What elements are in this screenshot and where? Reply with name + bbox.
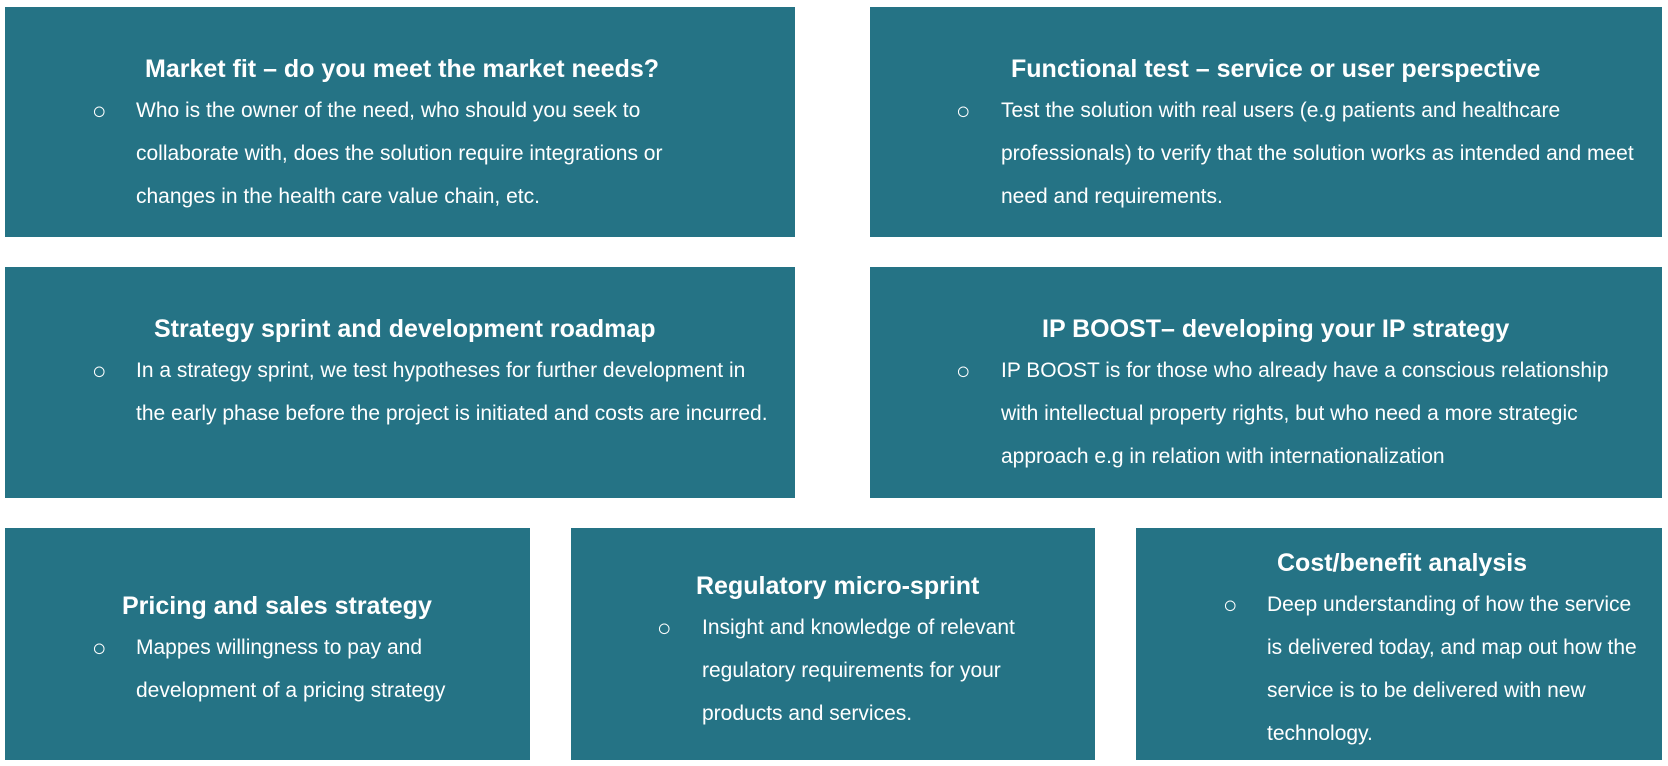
card-description: Who is the owner of the need, who should… — [136, 99, 663, 208]
card-regulatory: Regulatory micro-sprint ○ Insight and kn… — [571, 528, 1095, 760]
card-title: IP BOOST– developing your IP strategy — [1042, 315, 1510, 343]
bullet-icon: ○ — [1223, 592, 1238, 619]
card-title: Strategy sprint and development roadmap — [154, 315, 656, 343]
bullet-icon: ○ — [92, 98, 107, 125]
bullet-icon: ○ — [92, 635, 107, 662]
card-title: Pricing and sales strategy — [122, 592, 432, 620]
card-title: Market fit – do you meet the market need… — [145, 55, 660, 83]
card-title: Regulatory micro-sprint — [696, 572, 980, 600]
bullet-icon: ○ — [956, 98, 971, 125]
card-functional-test: Functional test – service or user perspe… — [870, 7, 1662, 237]
card-market-fit: Market fit – do you meet the market need… — [5, 7, 795, 237]
card-title: Cost/benefit analysis — [1277, 549, 1528, 577]
bullet-icon: ○ — [956, 358, 971, 385]
bullet-icon: ○ — [657, 615, 672, 642]
card-pricing-sales: Pricing and sales strategy ○ Mappes will… — [5, 528, 530, 760]
card-strategy-sprint: Strategy sprint and development roadmap … — [5, 267, 795, 498]
card-description: IP BOOST is for those who already have a… — [1001, 359, 1609, 468]
card-ip-boost: IP BOOST– developing your IP strategy ○ … — [870, 267, 1662, 498]
card-description: Mappes willingness to pay and developmen… — [136, 636, 446, 702]
bullet-icon: ○ — [92, 358, 107, 385]
card-description: In a strategy sprint, we test hypotheses… — [136, 359, 768, 425]
card-description: Test the solution with real users (e.g p… — [1001, 99, 1634, 208]
card-description: Deep understanding of how the service is… — [1267, 593, 1637, 745]
card-title: Functional test – service or user perspe… — [1011, 55, 1541, 83]
card-cost-benefit: Cost/benefit analysis ○ Deep understandi… — [1136, 528, 1662, 760]
card-description: Insight and knowledge of relevant regula… — [702, 616, 1015, 725]
